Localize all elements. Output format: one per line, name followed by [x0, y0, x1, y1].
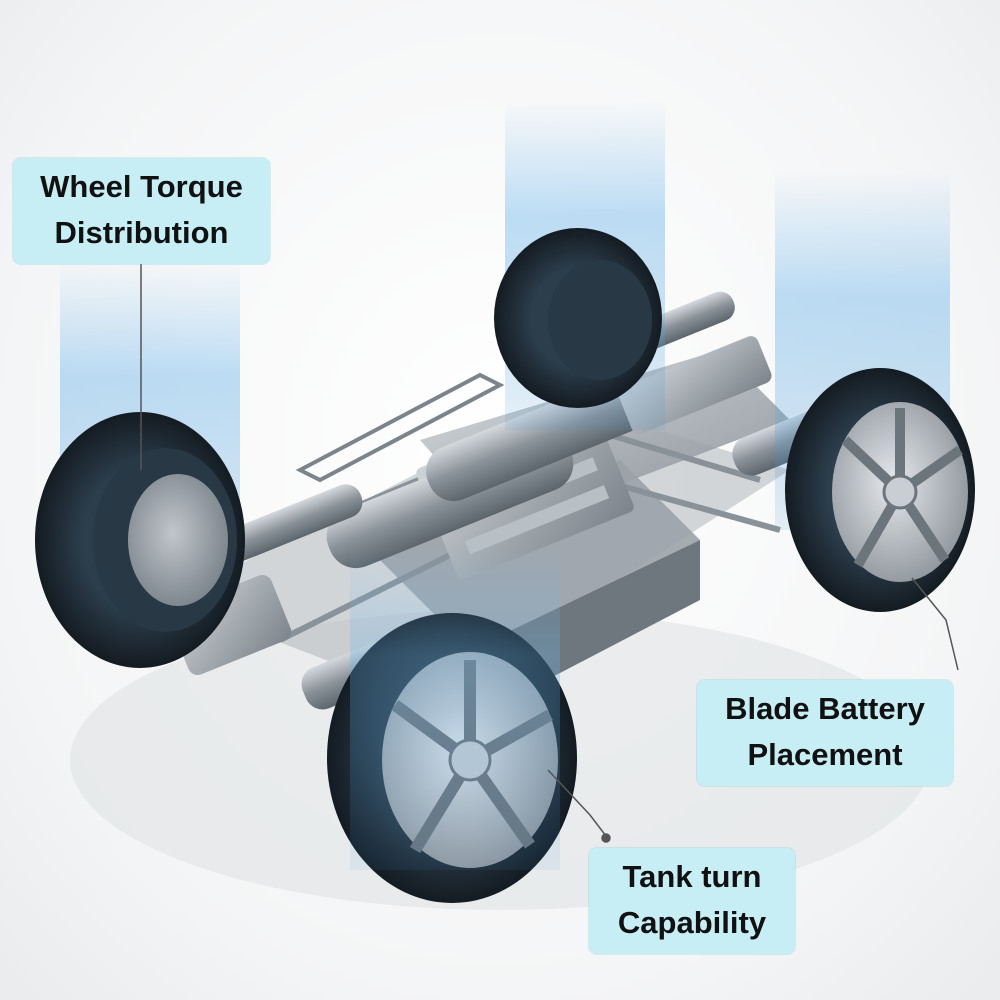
callout-wheel-torque-line2: Distribution — [54, 215, 229, 250]
callout-blade-battery-line1: Blade Battery — [725, 691, 925, 726]
wheel-rear-right — [494, 228, 662, 408]
wheel-rear-left — [35, 412, 245, 668]
callout-wheel-torque-distribution: Wheel Torque Distribution — [13, 158, 270, 264]
leader-lines — [140, 256, 959, 843]
callout-tank-turn-line2: Capability — [617, 905, 767, 940]
callout-tank-turn-line1: Tank turn — [622, 859, 762, 894]
callout-tank-turn-capability: Tank turn Capability — [589, 848, 795, 954]
callout-wheel-torque-line1: Wheel Torque — [40, 169, 243, 204]
callout-blade-battery-placement: Blade Battery Placement — [697, 680, 953, 786]
wheel-front-right — [785, 368, 975, 612]
light-beams-front — [350, 540, 560, 870]
callout-blade-battery-line2: Placement — [747, 737, 903, 772]
